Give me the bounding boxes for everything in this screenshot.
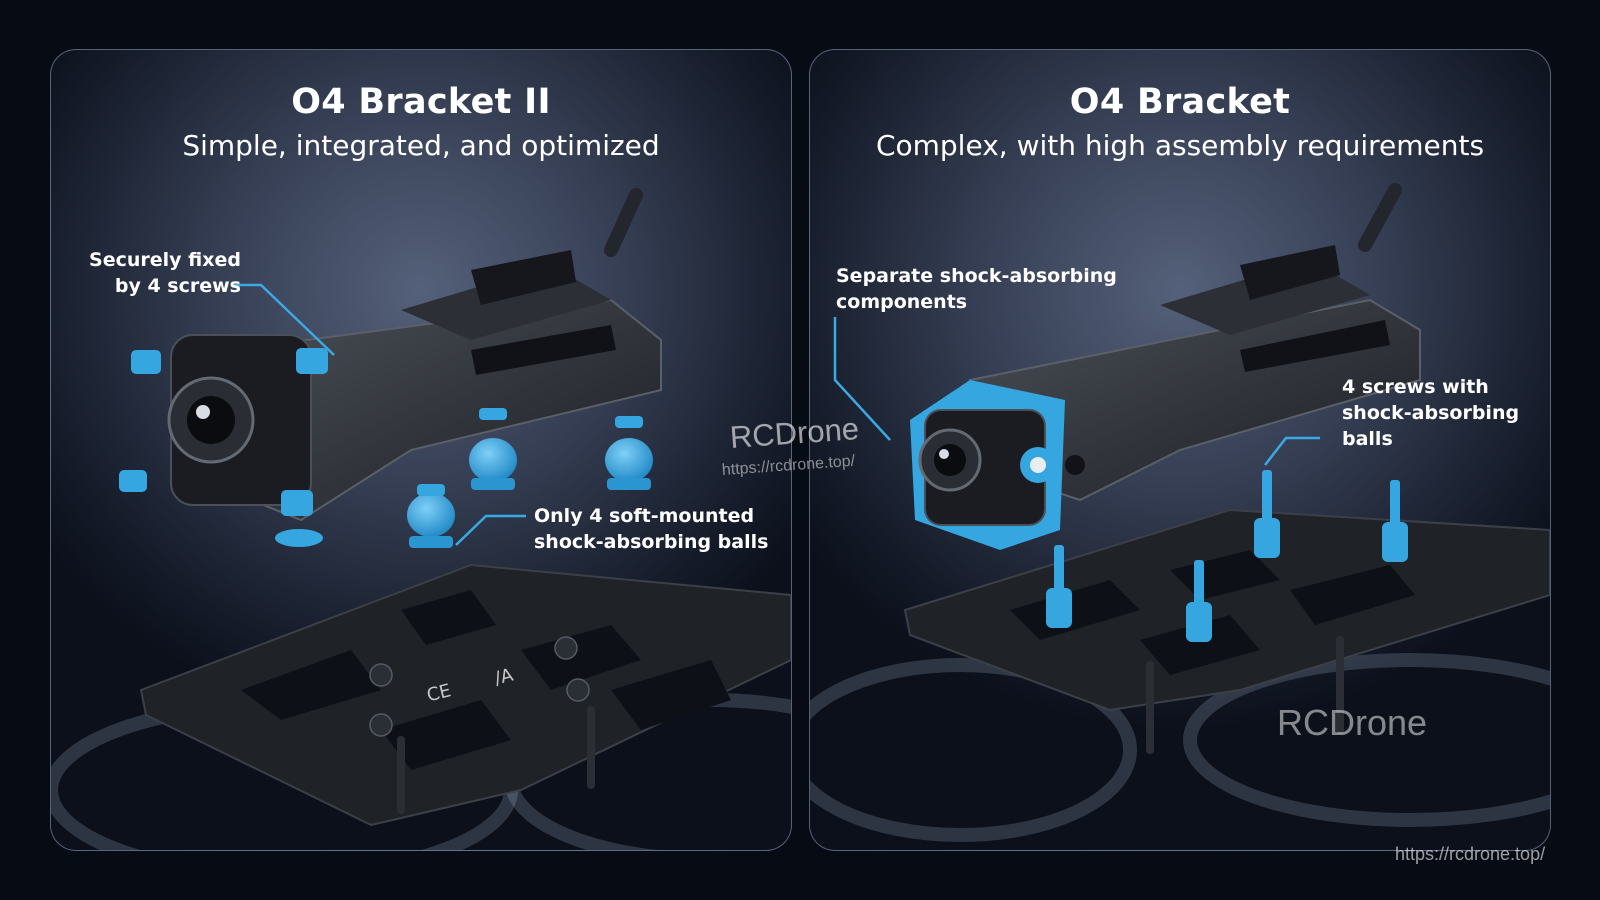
watermark-corner-url: https://rcdrone.top/ (1395, 844, 1546, 864)
callout-line-1: Only 4 soft-mounted (534, 505, 755, 527)
bracket-illustration (810, 183, 1550, 842)
bracket-body (229, 188, 662, 522)
antenna-mount (604, 188, 643, 257)
comparison-panel-o4-bracket: O4 Bracket Complex, with high assembly r… (809, 49, 1551, 851)
callout-line-2: components (836, 291, 968, 313)
callout-line-balls (455, 514, 526, 546)
mounting-screws (119, 348, 328, 547)
panel-subtitle: Complex, with high assembly requirements (875, 129, 1485, 162)
camera-module (910, 380, 1085, 550)
shock-absorbing-balls (407, 408, 653, 548)
prop-guard (810, 653, 1550, 842)
callout-line-3: balls (1342, 428, 1393, 450)
callout-line-1: Separate shock-absorbing (836, 265, 1117, 287)
callout-line-components (833, 317, 891, 441)
callout-line-screws (234, 283, 335, 356)
watermark-brand: RCDrone (1277, 702, 1428, 743)
callout-separate-components: Separate shock-absorbing components (836, 263, 1117, 315)
callout-screws-with-balls: 4 screws with shock-absorbing balls (1342, 374, 1519, 452)
comparison-panel-o4-bracket-ii: O4 Bracket II Simple, integrated, and op… (50, 49, 792, 851)
callout-line-screws (1264, 436, 1320, 466)
bracket-body (968, 183, 1421, 502)
panel-title: O4 Bracket II (291, 82, 551, 122)
callout-soft-mounted-balls: Only 4 soft-mounted shock-absorbing ball… (534, 503, 768, 555)
antenna-mount (1358, 183, 1402, 252)
callout-line-2: shock-absorbing (1342, 402, 1520, 424)
callout-line-1: Securely fixed (89, 249, 241, 271)
panel-subtitle: Simple, integrated, and optimized (182, 129, 660, 162)
callout-line-2: shock-absorbing balls (534, 531, 769, 553)
shock-absorbing-screws (1046, 470, 1408, 642)
callout-securely-fixed: Securely fixed by 4 screws (89, 247, 241, 299)
bracket-ii-illustration (51, 188, 791, 850)
callout-line-2: by 4 screws (114, 275, 241, 297)
panel-title: O4 Bracket (1069, 82, 1291, 122)
carbon-frame-plate (139, 563, 791, 827)
callout-line-1: 4 screws with (1342, 376, 1489, 398)
camera-module (167, 334, 312, 506)
